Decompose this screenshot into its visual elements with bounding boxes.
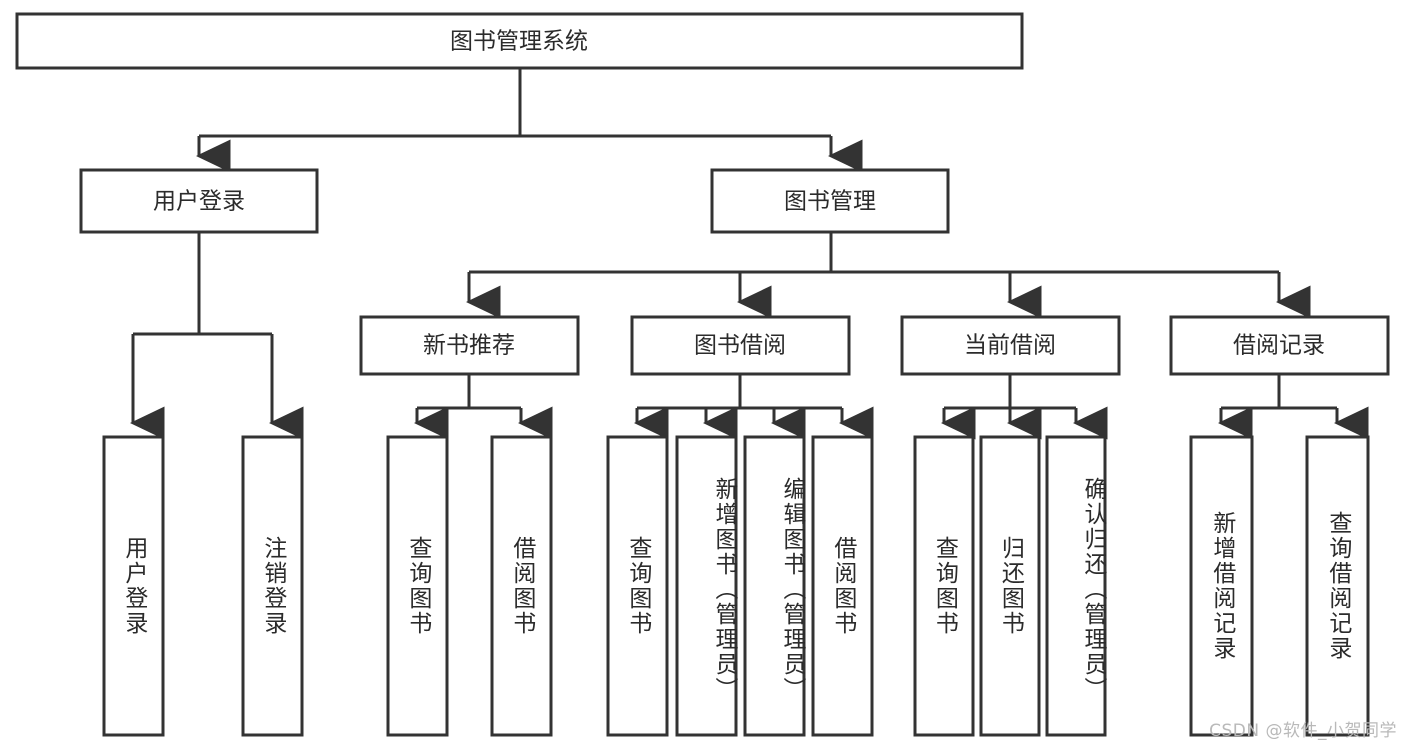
csdn-watermark: CSDN @软件_小贺同学 [1209, 721, 1397, 741]
connector-book-management-to-level3 [466, 232, 1311, 319]
node-leaf-logout-box[interactable] [241, 435, 304, 737]
node-book-management-box[interactable] [710, 168, 950, 234]
connector-root-to-level2 [196, 68, 863, 173]
node-new-book-recommend[interactable]: 新书推荐 [359, 315, 580, 376]
node-current-borrow-label: 当前借阅 [964, 333, 1056, 359]
node-leaf-add-book-box[interactable] [675, 435, 738, 737]
node-borrow-record-label: 借阅记录 [1233, 333, 1325, 359]
node-new-book-recommend-label: 新书推荐 [423, 333, 515, 359]
node-leaf-confirm-return-box[interactable] [1045, 435, 1107, 737]
node-root[interactable]: 图书管理系统 [15, 12, 1024, 70]
node-user-login[interactable]: 用户登录 [79, 168, 319, 234]
node-leaf-query-record-box[interactable] [1305, 435, 1370, 737]
connector-borrow-record-to-leaves [1218, 374, 1369, 440]
node-leaf-borrow-book-1-box[interactable] [490, 435, 553, 737]
node-book-borrow[interactable]: 图书借阅 [630, 315, 851, 376]
node-user-login-box[interactable] [79, 168, 319, 234]
node-borrow-record-box[interactable] [1169, 315, 1390, 376]
node-leaf-edit-book-box[interactable] [743, 435, 806, 737]
node-leaf-user-login-box[interactable] [102, 435, 165, 737]
node-new-book-recommend-box[interactable] [359, 315, 580, 376]
node-book-management[interactable]: 图书管理 [710, 168, 950, 234]
node-leaf-query-book-2-box[interactable] [606, 435, 669, 737]
node-book-borrow-label: 图书借阅 [694, 333, 786, 359]
node-book-borrow-box[interactable] [630, 315, 851, 376]
node-user-login-label: 用户登录 [153, 189, 245, 215]
node-leaf-borrow-book-2-box[interactable] [811, 435, 874, 737]
connector-book-borrow-to-leaves [634, 374, 874, 440]
node-current-borrow[interactable]: 当前借阅 [900, 315, 1121, 376]
node-leaf-add-record-box[interactable] [1189, 435, 1254, 737]
node-borrow-record[interactable]: 借阅记录 [1169, 315, 1390, 376]
node-leaf-query-book-3-box[interactable] [913, 435, 975, 737]
connector-user-login-to-leaves [130, 232, 304, 440]
node-root-box[interactable] [15, 12, 1024, 70]
node-root-label: 图书管理系统 [450, 29, 588, 55]
node-book-management-label: 图书管理 [784, 189, 876, 215]
connector-new-book-recommend-to-leaves [414, 374, 553, 440]
connector-current-borrow-to-leaves [941, 374, 1108, 440]
node-leaf-return-book-box[interactable] [979, 435, 1041, 737]
node-current-borrow-box[interactable] [900, 315, 1121, 376]
node-leaf-query-book-1-box[interactable] [386, 435, 449, 737]
